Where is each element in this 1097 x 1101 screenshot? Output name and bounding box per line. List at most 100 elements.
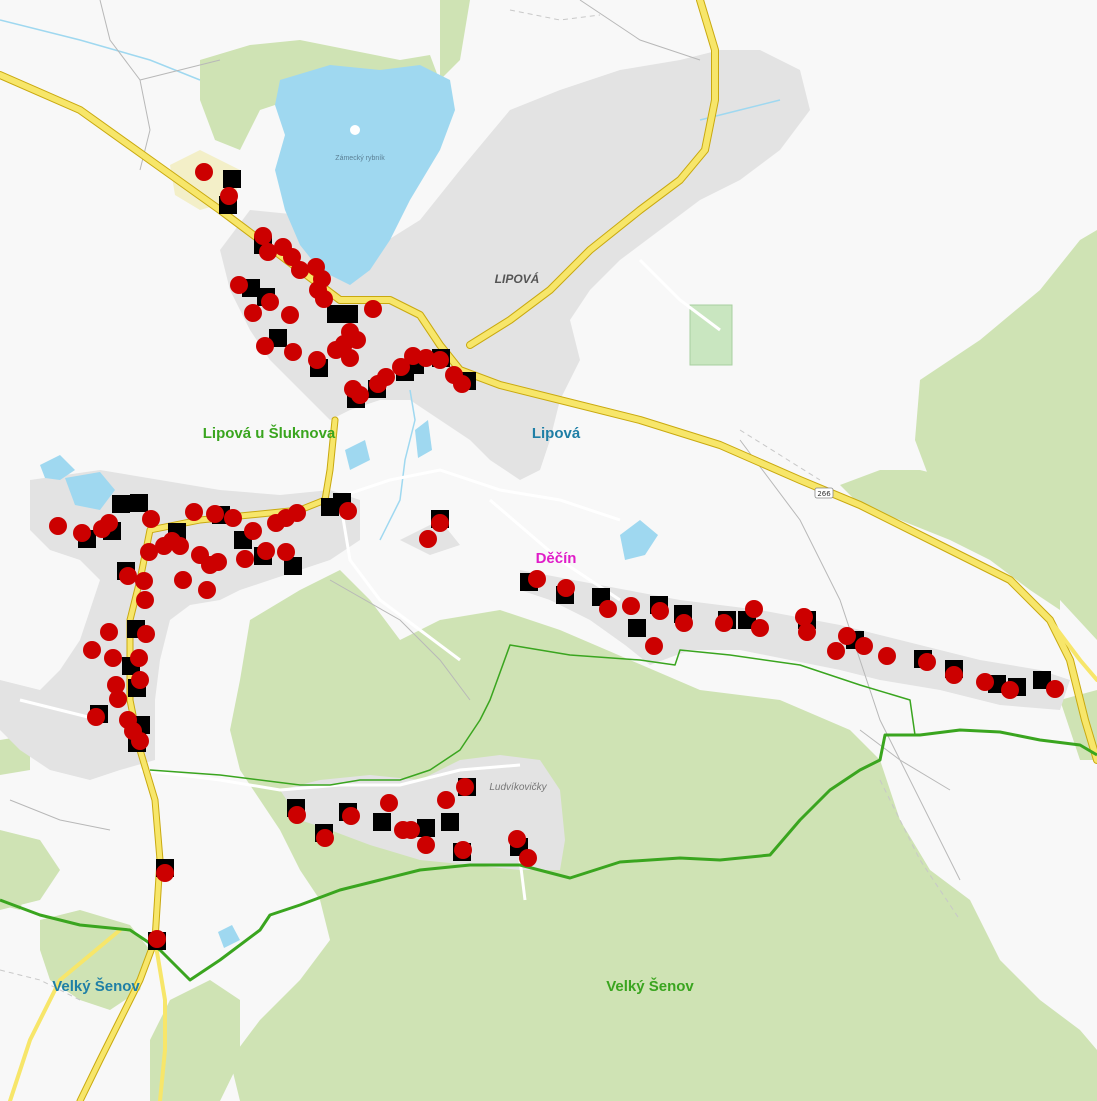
red-circle-marker[interactable]: [277, 543, 295, 561]
red-circle-marker[interactable]: [87, 708, 105, 726]
red-circle-marker[interactable]: [508, 830, 526, 848]
red-circle-marker[interactable]: [284, 343, 302, 361]
red-circle-marker[interactable]: [599, 600, 617, 618]
red-circle-marker[interactable]: [288, 504, 306, 522]
red-circle-marker[interactable]: [622, 597, 640, 615]
red-circle-marker[interactable]: [142, 510, 160, 528]
red-circle-marker[interactable]: [119, 567, 137, 585]
red-circle-marker[interactable]: [261, 293, 279, 311]
black-square-marker[interactable]: [269, 329, 287, 347]
red-circle-marker[interactable]: [456, 778, 474, 796]
red-circle-marker[interactable]: [140, 543, 158, 561]
red-circle-marker[interactable]: [715, 614, 733, 632]
red-circle-marker[interactable]: [137, 625, 155, 643]
red-circle-marker[interactable]: [519, 849, 537, 867]
black-square-marker[interactable]: [130, 494, 148, 512]
red-circle-marker[interactable]: [156, 864, 174, 882]
red-circle-marker[interactable]: [104, 649, 122, 667]
red-circle-marker[interactable]: [100, 514, 118, 532]
black-square-marker[interactable]: [340, 305, 358, 323]
red-circle-marker[interactable]: [339, 502, 357, 520]
red-circle-marker[interactable]: [254, 227, 272, 245]
red-circle-marker[interactable]: [244, 304, 262, 322]
red-circle-marker[interactable]: [651, 602, 669, 620]
red-circle-marker[interactable]: [100, 623, 118, 641]
red-circle-marker[interactable]: [1001, 681, 1019, 699]
red-circle-marker[interactable]: [244, 522, 262, 540]
red-circle-marker[interactable]: [174, 571, 192, 589]
black-square-marker[interactable]: [441, 813, 459, 831]
red-circle-marker[interactable]: [342, 807, 360, 825]
red-circle-marker[interactable]: [878, 647, 896, 665]
red-circle-marker[interactable]: [316, 829, 334, 847]
red-circle-marker[interactable]: [557, 579, 575, 597]
red-circle-marker[interactable]: [308, 351, 326, 369]
red-circle-marker[interactable]: [945, 666, 963, 684]
red-circle-marker[interactable]: [402, 821, 420, 839]
red-circle-marker[interactable]: [348, 331, 366, 349]
red-circle-marker[interactable]: [798, 623, 816, 641]
red-circle-marker[interactable]: [377, 368, 395, 386]
red-circle-marker[interactable]: [291, 261, 309, 279]
red-circle-marker[interactable]: [288, 806, 306, 824]
red-circle-marker[interactable]: [259, 243, 277, 261]
red-circle-marker[interactable]: [135, 572, 153, 590]
red-circle-marker[interactable]: [918, 653, 936, 671]
red-circle-marker[interactable]: [131, 732, 149, 750]
red-circle-marker[interactable]: [209, 553, 227, 571]
red-circle-marker[interactable]: [838, 627, 856, 645]
red-circle-marker[interactable]: [283, 248, 301, 266]
black-square-marker[interactable]: [223, 170, 241, 188]
red-circle-marker[interactable]: [855, 637, 873, 655]
red-circle-marker[interactable]: [131, 671, 149, 689]
red-circle-marker[interactable]: [645, 637, 663, 655]
black-square-marker[interactable]: [417, 819, 435, 837]
red-circle-marker[interactable]: [1046, 680, 1064, 698]
red-circle-marker[interactable]: [49, 517, 67, 535]
red-circle-marker[interactable]: [675, 614, 693, 632]
red-circle-marker[interactable]: [73, 524, 91, 542]
red-circle-marker[interactable]: [171, 537, 189, 555]
red-circle-marker[interactable]: [431, 514, 449, 532]
red-circle-marker[interactable]: [148, 930, 166, 948]
red-circle-marker[interactable]: [419, 530, 437, 548]
red-circle-marker[interactable]: [341, 349, 359, 367]
red-circle-marker[interactable]: [417, 349, 435, 367]
red-circle-marker[interactable]: [206, 505, 224, 523]
red-circle-marker[interactable]: [827, 642, 845, 660]
red-circle-marker[interactable]: [437, 791, 455, 809]
red-circle-marker[interactable]: [136, 591, 154, 609]
red-circle-marker[interactable]: [795, 608, 813, 626]
red-circle-marker[interactable]: [315, 290, 333, 308]
red-circle-marker[interactable]: [185, 503, 203, 521]
red-circle-marker[interactable]: [351, 386, 369, 404]
red-circle-marker[interactable]: [130, 649, 148, 667]
red-circle-marker[interactable]: [745, 600, 763, 618]
red-circle-marker[interactable]: [224, 509, 242, 527]
red-circle-marker[interactable]: [195, 163, 213, 181]
red-circle-marker[interactable]: [380, 794, 398, 812]
red-circle-marker[interactable]: [364, 300, 382, 318]
red-circle-marker[interactable]: [976, 673, 994, 691]
black-square-marker[interactable]: [628, 619, 646, 637]
black-square-marker[interactable]: [284, 557, 302, 575]
black-square-marker[interactable]: [373, 813, 391, 831]
red-circle-marker[interactable]: [256, 337, 274, 355]
red-circle-marker[interactable]: [257, 542, 275, 560]
red-circle-marker[interactable]: [220, 187, 238, 205]
red-circle-marker[interactable]: [454, 841, 472, 859]
red-circle-marker[interactable]: [751, 619, 769, 637]
red-circle-marker[interactable]: [198, 581, 216, 599]
red-circle-marker[interactable]: [431, 351, 449, 369]
red-circle-marker[interactable]: [236, 550, 254, 568]
red-circle-marker[interactable]: [281, 306, 299, 324]
red-circle-marker[interactable]: [230, 276, 248, 294]
red-circle-marker[interactable]: [392, 358, 410, 376]
black-square-marker[interactable]: [112, 495, 130, 513]
red-circle-marker[interactable]: [528, 570, 546, 588]
red-circle-marker[interactable]: [417, 836, 435, 854]
red-circle-marker[interactable]: [453, 375, 471, 393]
red-circle-marker[interactable]: [83, 641, 101, 659]
red-circle-marker[interactable]: [107, 676, 125, 694]
